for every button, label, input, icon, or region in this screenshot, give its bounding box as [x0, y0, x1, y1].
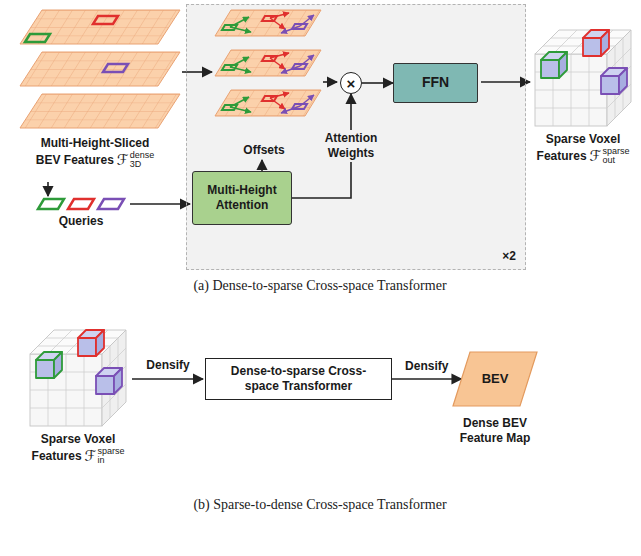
flow-arrow: [47, 182, 49, 196]
query-glyphs: [38, 199, 124, 209]
label-text: Dense BEV Feature Map: [460, 416, 531, 445]
subfigure-caption: (a) Dense-to-sparse Cross-space Transfor…: [110, 277, 530, 295]
math-symbol: ℱ: [85, 447, 97, 465]
caption-text: (a) Dense-to-sparse Cross-space Transfor…: [193, 278, 446, 293]
query-glyphs: [38, 199, 64, 209]
bev-feature-stack: [20, 94, 180, 128]
math-subscript: 3D: [130, 160, 155, 169]
feature-label: Offsets: [229, 143, 299, 158]
sparse-voxel-grid: [30, 330, 126, 426]
math-index: dense3D: [130, 151, 155, 169]
edge-label: Attention Weights: [317, 130, 385, 162]
feature-label: Sparse Voxel Featuresℱsparsein: [26, 432, 130, 466]
node-text: ×2: [502, 249, 516, 264]
feature-label: Dense BEV Feature Map: [449, 416, 541, 446]
ffn-box: FFN: [393, 63, 478, 103]
offset-planes: [215, 50, 321, 76]
attention-box: Multi-Height Attention: [192, 171, 292, 225]
math-index: sparseout: [602, 147, 629, 165]
query-glyphs: [68, 199, 94, 209]
node-text: FFN: [422, 74, 449, 92]
transformer-box: Dense-to-sparse Cross-space Transformer: [205, 358, 392, 400]
math-symbol: ℱsparsein: [85, 447, 125, 466]
math-superscript: dense: [130, 151, 155, 160]
connector-group: [292, 83, 462, 379]
math-subscript: out: [602, 156, 629, 165]
flow-arrow: [132, 378, 203, 380]
flow-arrow: [130, 203, 190, 205]
connector-arrow: [392, 378, 462, 380]
math-index: sparsein: [97, 447, 124, 465]
math-superscript: sparse: [602, 147, 629, 156]
math-symbol: ℱsparseout: [590, 147, 630, 166]
offset-planes: [215, 10, 321, 36]
label-text: Offsets: [243, 143, 284, 157]
bev-feature-stack: [20, 52, 180, 86]
flow-arrow: [48, 72, 530, 379]
bev-feature-stack: [20, 10, 180, 44]
sparse-voxel-grid: [535, 30, 631, 126]
label-text: Queries: [59, 214, 104, 228]
multiply-node: ×: [340, 72, 362, 94]
flow-arrow: [261, 160, 263, 171]
label-text: Densify: [146, 358, 189, 372]
math-symbol: ℱdense3D: [117, 151, 154, 170]
bev-feature-stack: [103, 64, 128, 72]
bev-feature-stack: [25, 34, 50, 42]
arrow-label: Densify: [133, 358, 203, 373]
node-text: ×: [347, 76, 356, 91]
bev-map: BEV: [452, 351, 538, 407]
feature-label: Sparse Voxel Featuresℱsparseout: [531, 132, 635, 166]
sparse-voxel-grid: [535, 30, 631, 126]
math-symbol: ℱ: [117, 151, 129, 169]
caption-text: (b) Sparse-to-dense Cross-space Transfor…: [193, 497, 446, 512]
repeat-block-ground: [186, 4, 526, 270]
node-text: BEV: [482, 371, 509, 387]
bev-feature-stack: [20, 10, 180, 128]
query-glyphs: [98, 199, 124, 209]
sparse-voxel-grid: [30, 330, 126, 426]
bev-feature-stack: [93, 16, 118, 24]
flow-arrow: [481, 81, 530, 83]
offset-planes: [215, 10, 321, 116]
offset-planes: [215, 90, 321, 116]
subfigure-caption: (b) Sparse-to-dense Cross-space Transfor…: [110, 496, 530, 514]
node-text: Multi-Height Attention: [199, 183, 285, 213]
bev-shape: [453, 352, 537, 406]
math-superscript: sparse: [97, 447, 124, 456]
feature-label: Multi-Height-Sliced BEV Featuresℱdense3D: [30, 136, 160, 170]
math-subscript: in: [97, 456, 124, 465]
feature-label: Queries: [41, 214, 121, 229]
flow-arrow: [323, 81, 337, 83]
connector-arrow: [362, 82, 393, 84]
math-symbol: ℱ: [590, 147, 602, 165]
edge-label: Densify: [403, 358, 450, 375]
node-text: Dense-to-sparse Cross-space Transformer: [214, 364, 383, 394]
